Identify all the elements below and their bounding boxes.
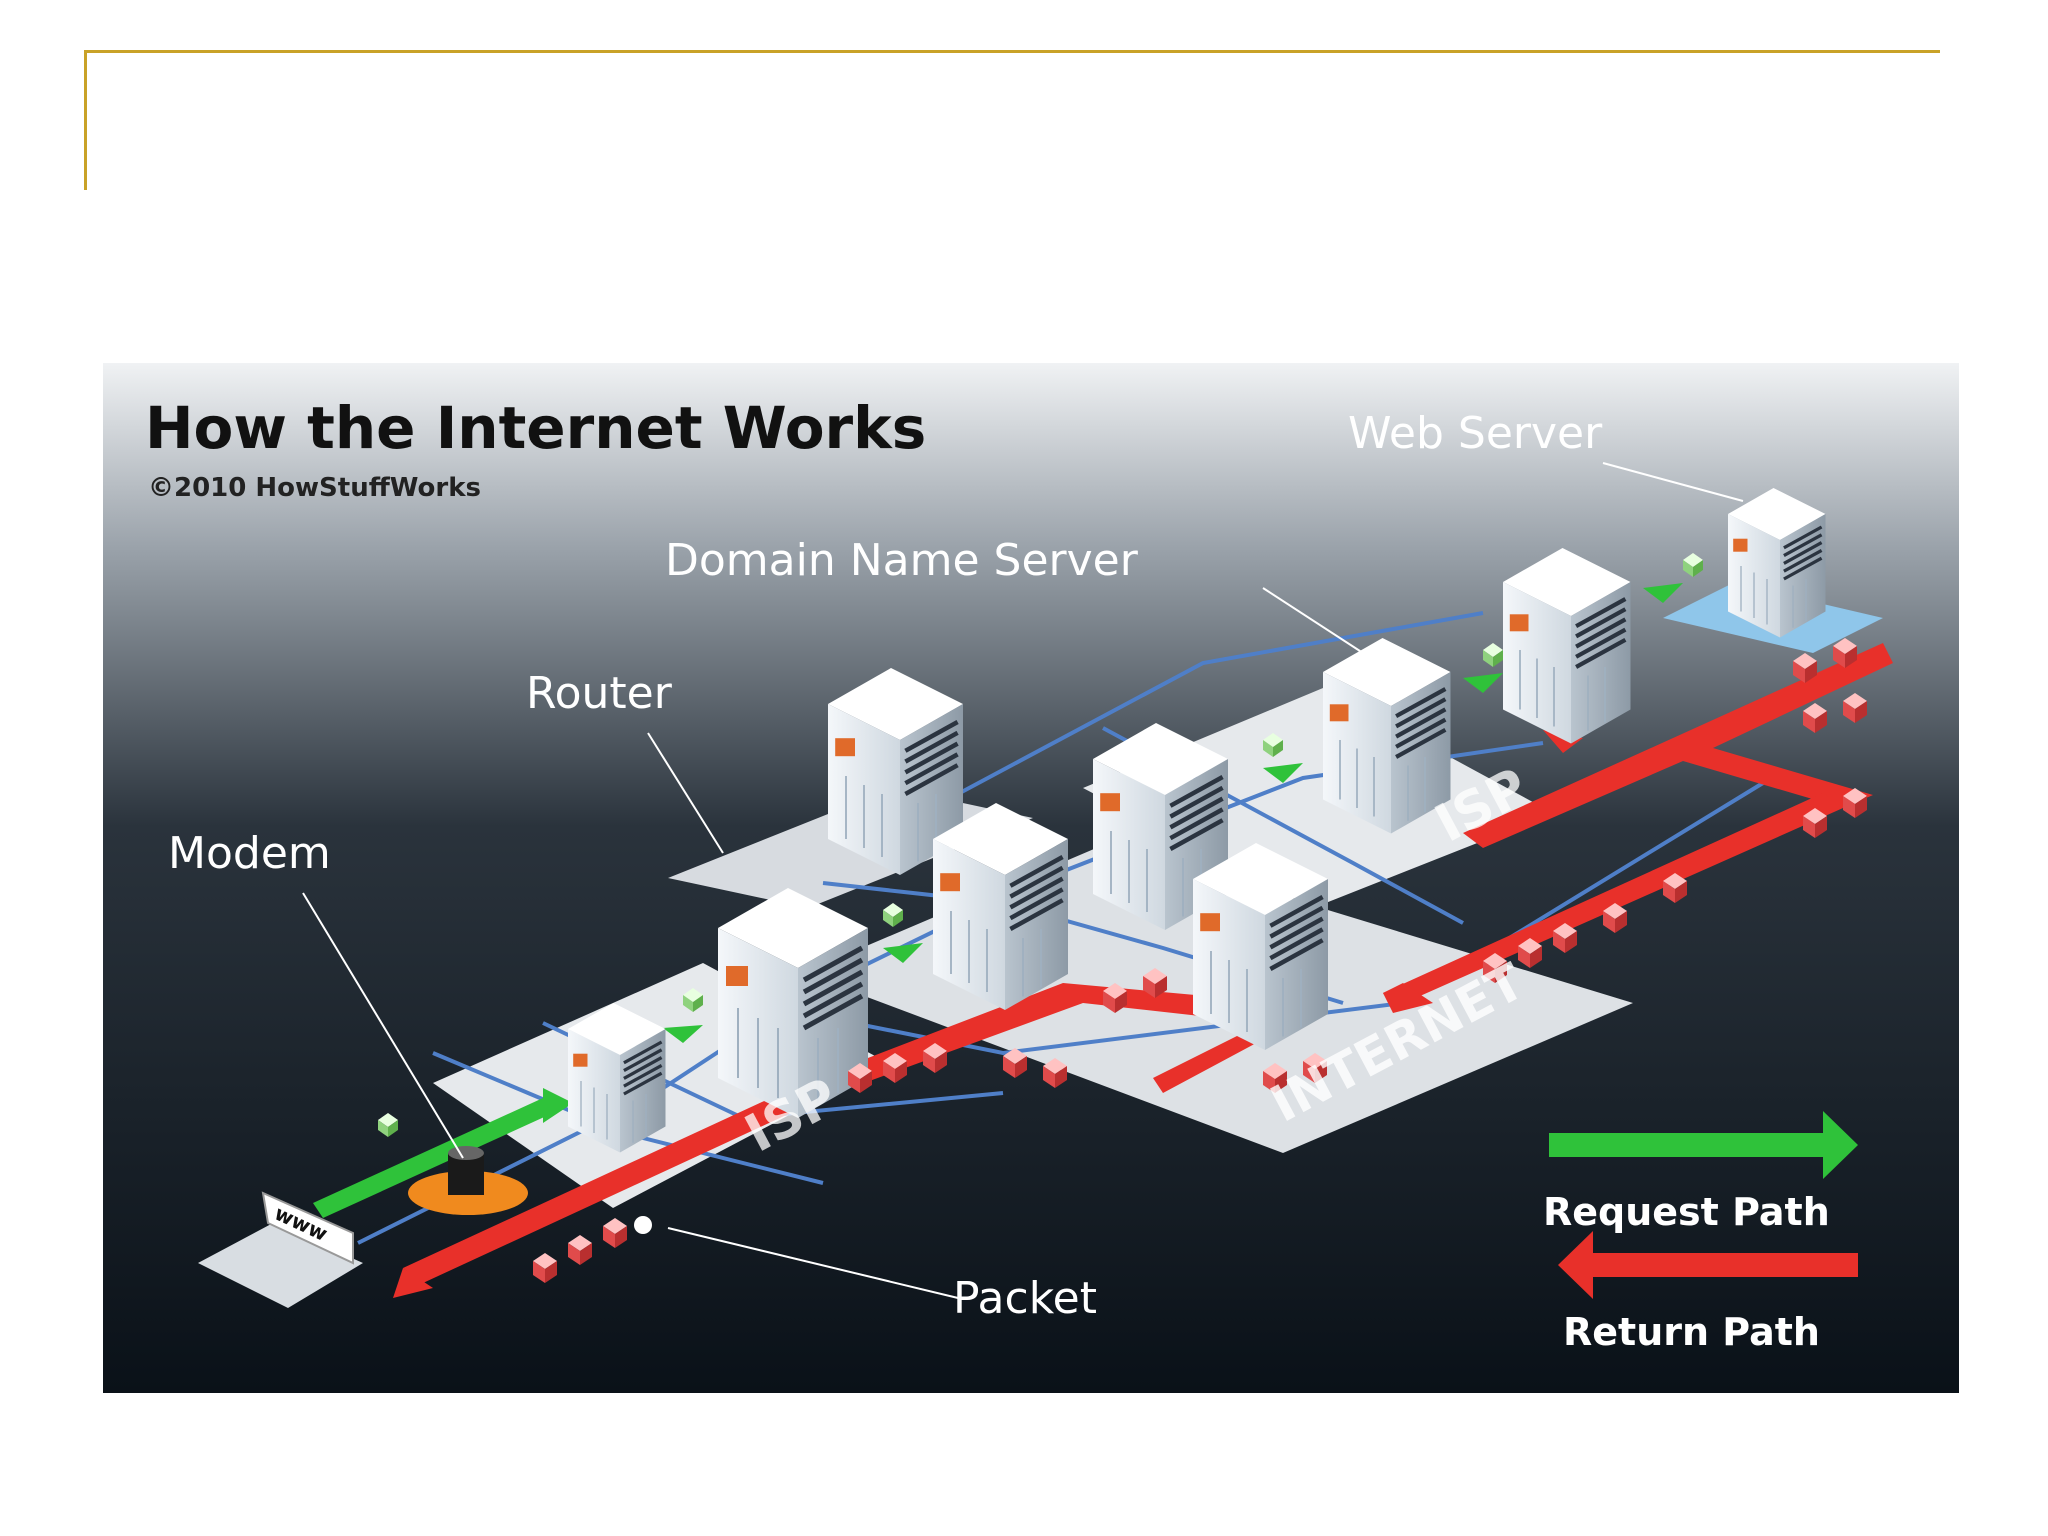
web-server-icon xyxy=(1726,486,1828,640)
return-path-label: Return Path xyxy=(1563,1310,1820,1354)
dns-label: Domain Name Server xyxy=(665,535,1139,586)
web-server-label: Web Server xyxy=(1348,408,1603,459)
server-icon xyxy=(566,1001,668,1155)
server-icon xyxy=(933,803,1068,1010)
return-path-arrow xyxy=(1558,1231,1858,1299)
laptop-icon: www xyxy=(198,1191,363,1308)
packet-label: Packet xyxy=(953,1273,1097,1324)
diagram-title: How the Internet Works xyxy=(145,394,926,462)
router-label: Router xyxy=(526,668,673,719)
internet-diagram-svg: www ISP ISP INTERNET xyxy=(103,363,1959,1393)
legend: Request Path Return Path xyxy=(1543,1111,1858,1354)
slide-left-rule xyxy=(84,50,87,190)
modem-icon xyxy=(408,1146,528,1215)
internet-diagram: www ISP ISP INTERNET xyxy=(103,363,1959,1393)
server-icon xyxy=(1503,548,1631,744)
highlighted-packet xyxy=(634,1216,652,1234)
request-path-label: Request Path xyxy=(1543,1190,1830,1234)
leader-lines xyxy=(302,462,1744,1299)
return-path xyxy=(393,643,1893,1298)
server-icon xyxy=(1193,843,1328,1050)
modem-label: Modem xyxy=(168,828,331,879)
isp-platform-right xyxy=(1083,688,1553,908)
request-path xyxy=(313,583,1683,1218)
slide-top-rule xyxy=(84,50,1940,53)
request-path-arrow xyxy=(1549,1111,1858,1179)
copyright: ©2010 HowStuffWorks xyxy=(148,473,481,503)
